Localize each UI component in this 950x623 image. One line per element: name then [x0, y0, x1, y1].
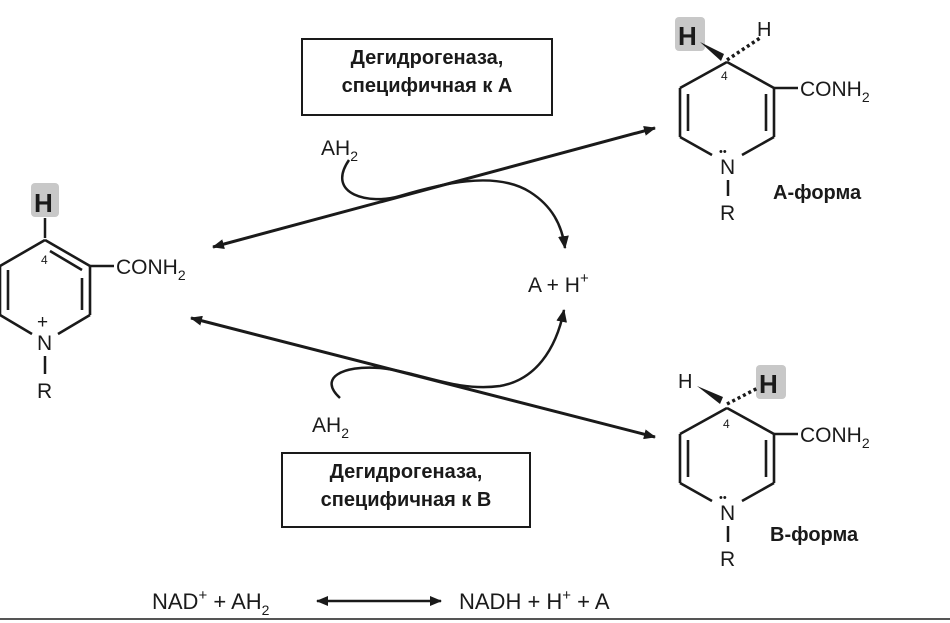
substrate-position-4: 4	[41, 253, 48, 267]
enzyme-a-line2: специфичная к А	[341, 75, 513, 97]
enzyme-a-line1: Дегидрогеназа,	[350, 47, 504, 69]
b-form-product: H H 4 CONH2 •• N R B-форма	[678, 365, 870, 571]
reagent-ah2-bottom: AH2	[312, 414, 349, 441]
a-form-h-plain: H	[757, 19, 771, 41]
a-form-ring	[678, 60, 776, 157]
enzyme-b-box: Дегидрогеназа, специфичная к В	[281, 452, 531, 528]
curved-arrow-ah2-top	[341, 159, 569, 250]
b-form-h-bold: H	[759, 369, 778, 399]
substrate-n: N	[37, 332, 52, 355]
a-form-h-bold: H	[678, 21, 697, 51]
b-form-ring	[678, 406, 776, 503]
reagent-ah2-top: AH2	[321, 137, 358, 164]
substrate-conh2: CONH2	[116, 256, 186, 283]
b-form-wedge-bond	[697, 386, 723, 404]
equation-right: NADH + H+ + A	[459, 587, 610, 614]
b-form-h-plain: H	[678, 371, 692, 393]
a-form-conh2: CONH2	[800, 78, 870, 105]
a-form-n: N	[720, 156, 735, 179]
a-form-h-highlight	[675, 17, 705, 51]
b-form-h-highlight	[756, 365, 786, 399]
equation-left: NAD+ + AH2	[152, 587, 270, 618]
substrate-h-highlight	[31, 183, 59, 217]
substrate-n-charge: +	[37, 312, 48, 333]
b-form-label: B-форма	[770, 524, 859, 546]
enzyme-a-box: Дегидрогеназа, специфичная к А	[301, 38, 553, 116]
a-form-n-lone-pair: ••	[719, 146, 727, 158]
a-form-product: H H 4 CONH2 •• N R A-форма	[675, 17, 870, 225]
substrate-nad-plus: H 4 CONH2 + N R	[0, 183, 186, 403]
a-form-hashed-bond	[726, 36, 761, 62]
bottom-divider	[0, 618, 950, 620]
b-form-n: N	[720, 502, 735, 525]
enzyme-b-line2: специфичная к В	[320, 489, 492, 511]
substrate-ring	[0, 238, 92, 336]
b-form-r: R	[720, 548, 735, 571]
b-form-hashed-bond	[726, 386, 759, 406]
a-form-label: A-форма	[773, 182, 862, 204]
a-form-wedge-bond	[700, 42, 724, 61]
b-form-n-lone-pair: ••	[719, 492, 727, 504]
b-form-conh2: CONH2	[800, 424, 870, 451]
enzyme-b-line1: Дегидрогеназа,	[329, 461, 483, 483]
curved-arrow-ah2-bottom	[330, 308, 567, 399]
substrate-r: R	[37, 380, 52, 403]
substrate-h-label: H	[34, 188, 53, 218]
a-form-r: R	[720, 202, 735, 225]
product-a-plus-h: A + H+	[528, 270, 589, 297]
a-form-position-4: 4	[721, 69, 728, 83]
b-form-position-4: 4	[723, 417, 730, 431]
